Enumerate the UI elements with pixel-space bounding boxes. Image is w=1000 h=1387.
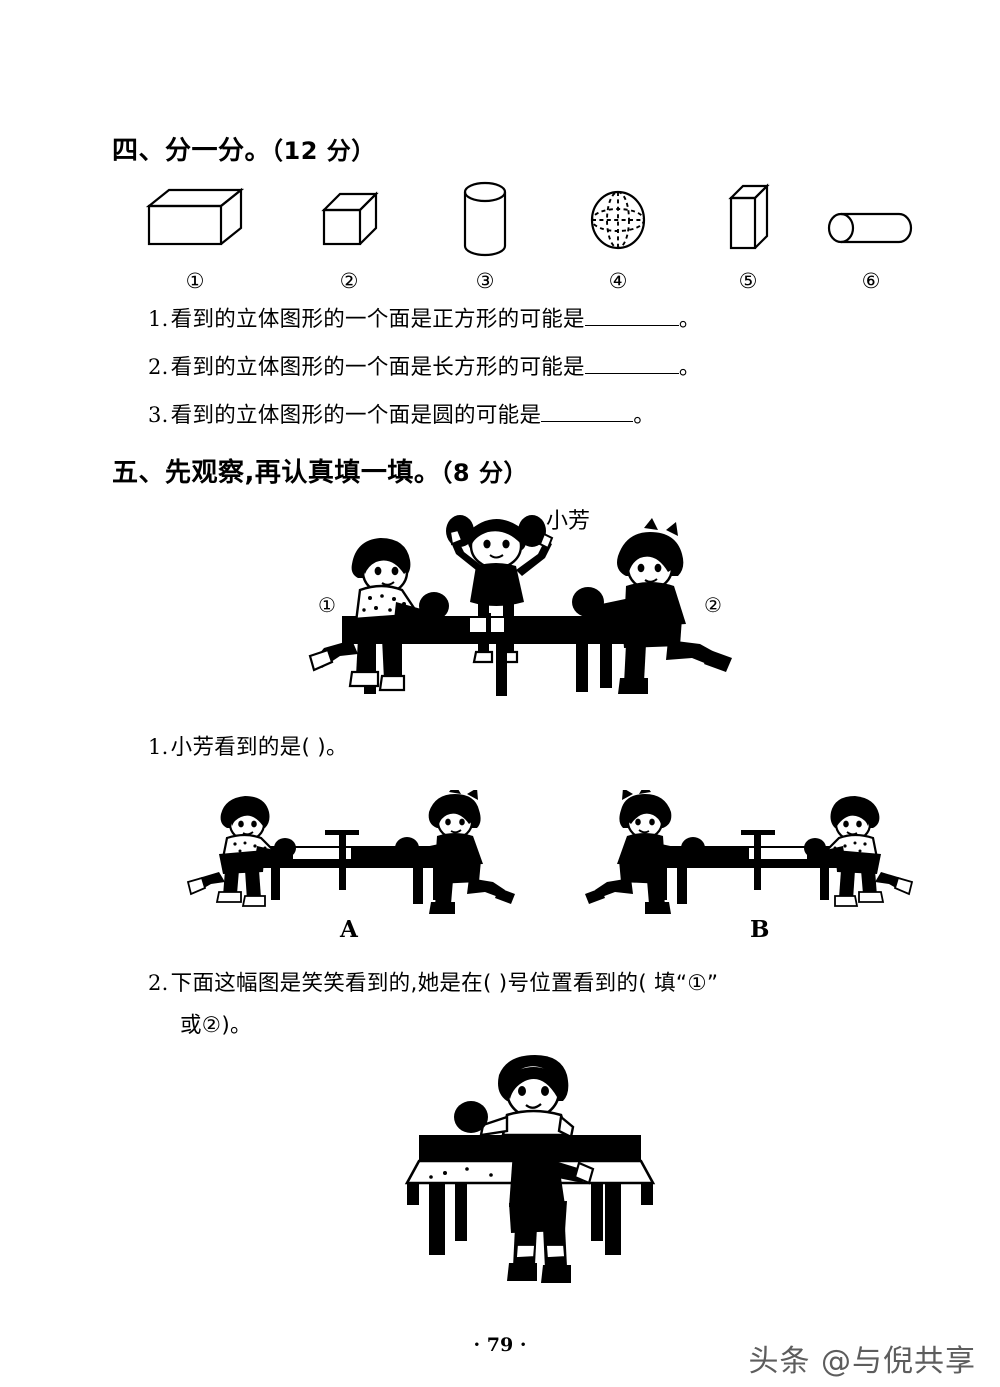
- cylinder-horizontal-icon: [816, 180, 926, 258]
- option-a-label: A: [340, 916, 358, 943]
- sphere-icon: [563, 180, 673, 258]
- scene-position-marker-1: ①: [318, 593, 336, 617]
- solid-shapes-row: ① ②: [140, 180, 913, 292]
- section-five-heading: 五、先观察,再认真填一填。（8 分）: [112, 452, 528, 489]
- shape-item-2: ②: [294, 180, 404, 292]
- page-number: · 79 ·: [473, 1334, 527, 1356]
- shape-item-4: ④: [563, 180, 673, 292]
- shape-item-1: ①: [140, 180, 250, 292]
- girl-name-label: 小芳: [546, 509, 590, 534]
- shape-item-5: ⑤: [693, 180, 803, 292]
- question-text-continued: 或②)。: [180, 1013, 252, 1038]
- question-number: 2.: [148, 971, 169, 995]
- section-four-score: （12 分）: [271, 137, 376, 165]
- front-view-illustration: [395, 1055, 665, 1305]
- option-b-illustration[interactable]: [575, 790, 915, 920]
- question-number: 3.: [148, 403, 169, 427]
- section-four-heading: 四、分一分。（12 分）: [112, 130, 376, 167]
- question-number: 1.: [148, 735, 169, 759]
- section-five-question-2-line2: 或②)。: [180, 1008, 252, 1039]
- answer-blank[interactable]: [584, 308, 679, 326]
- section-four-question-1: 1.看到的立体图形的一个面是正方形的可能是 。: [148, 302, 701, 333]
- question-text: 小芳看到的是( )。: [170, 735, 348, 760]
- section-five-question-2-line1: 2.下面这幅图是笑笑看到的,她是在( )号位置看到的( 填“①”: [148, 966, 718, 997]
- answer-blank[interactable]: [584, 356, 679, 374]
- question-text: 下面这幅图是笑笑看到的,她是在( )号位置看到的( 填“①”: [170, 971, 719, 996]
- section-five-question-1: 1.小芳看到的是( )。: [148, 730, 348, 761]
- shape-label-6: ⑥: [861, 269, 881, 293]
- section-four-title: 四、分一分。: [112, 136, 272, 166]
- section-four-question-2: 2.看到的立体图形的一个面是长方形的可能是 。: [148, 350, 701, 381]
- question-text: 看到的立体图形的一个面是圆的可能是: [170, 403, 542, 428]
- question-number: 1.: [148, 307, 169, 331]
- question-period: 。: [678, 355, 701, 380]
- cuboid-icon: [140, 180, 250, 258]
- question-text: 看到的立体图形的一个面是正方形的可能是: [170, 307, 585, 332]
- scene-position-marker-2: ②: [704, 593, 722, 617]
- section-five-score: （8 分）: [440, 459, 528, 487]
- section-four-question-3: 3.看到的立体图形的一个面是圆的可能是 。: [148, 398, 655, 429]
- shape-label-3: ③: [475, 269, 495, 293]
- option-a-illustration[interactable]: [185, 790, 525, 920]
- shape-label-1: ①: [185, 269, 205, 293]
- section-five-title: 五、先观察,再认真填一填。: [112, 458, 441, 488]
- option-b-label: B: [750, 916, 770, 943]
- main-scene-illustration: 小芳: [300, 498, 750, 708]
- shape-item-3: ③: [430, 180, 540, 292]
- shape-label-2: ②: [339, 269, 359, 293]
- shape-item-6: ⑥: [816, 180, 926, 292]
- cylinder-upright-icon: [430, 180, 540, 258]
- answer-blank[interactable]: [541, 404, 634, 422]
- tall-prism-icon: [693, 180, 803, 258]
- watermark-text: 头条 @与倪共享: [748, 1344, 976, 1379]
- cube-icon: [294, 180, 404, 258]
- question-text: 看到的立体图形的一个面是长方形的可能是: [170, 355, 585, 380]
- question-number: 2.: [148, 355, 169, 379]
- question-period: 。: [678, 307, 701, 332]
- shape-label-4: ④: [608, 269, 628, 293]
- shape-label-5: ⑤: [738, 269, 758, 293]
- question-period: 。: [633, 403, 656, 428]
